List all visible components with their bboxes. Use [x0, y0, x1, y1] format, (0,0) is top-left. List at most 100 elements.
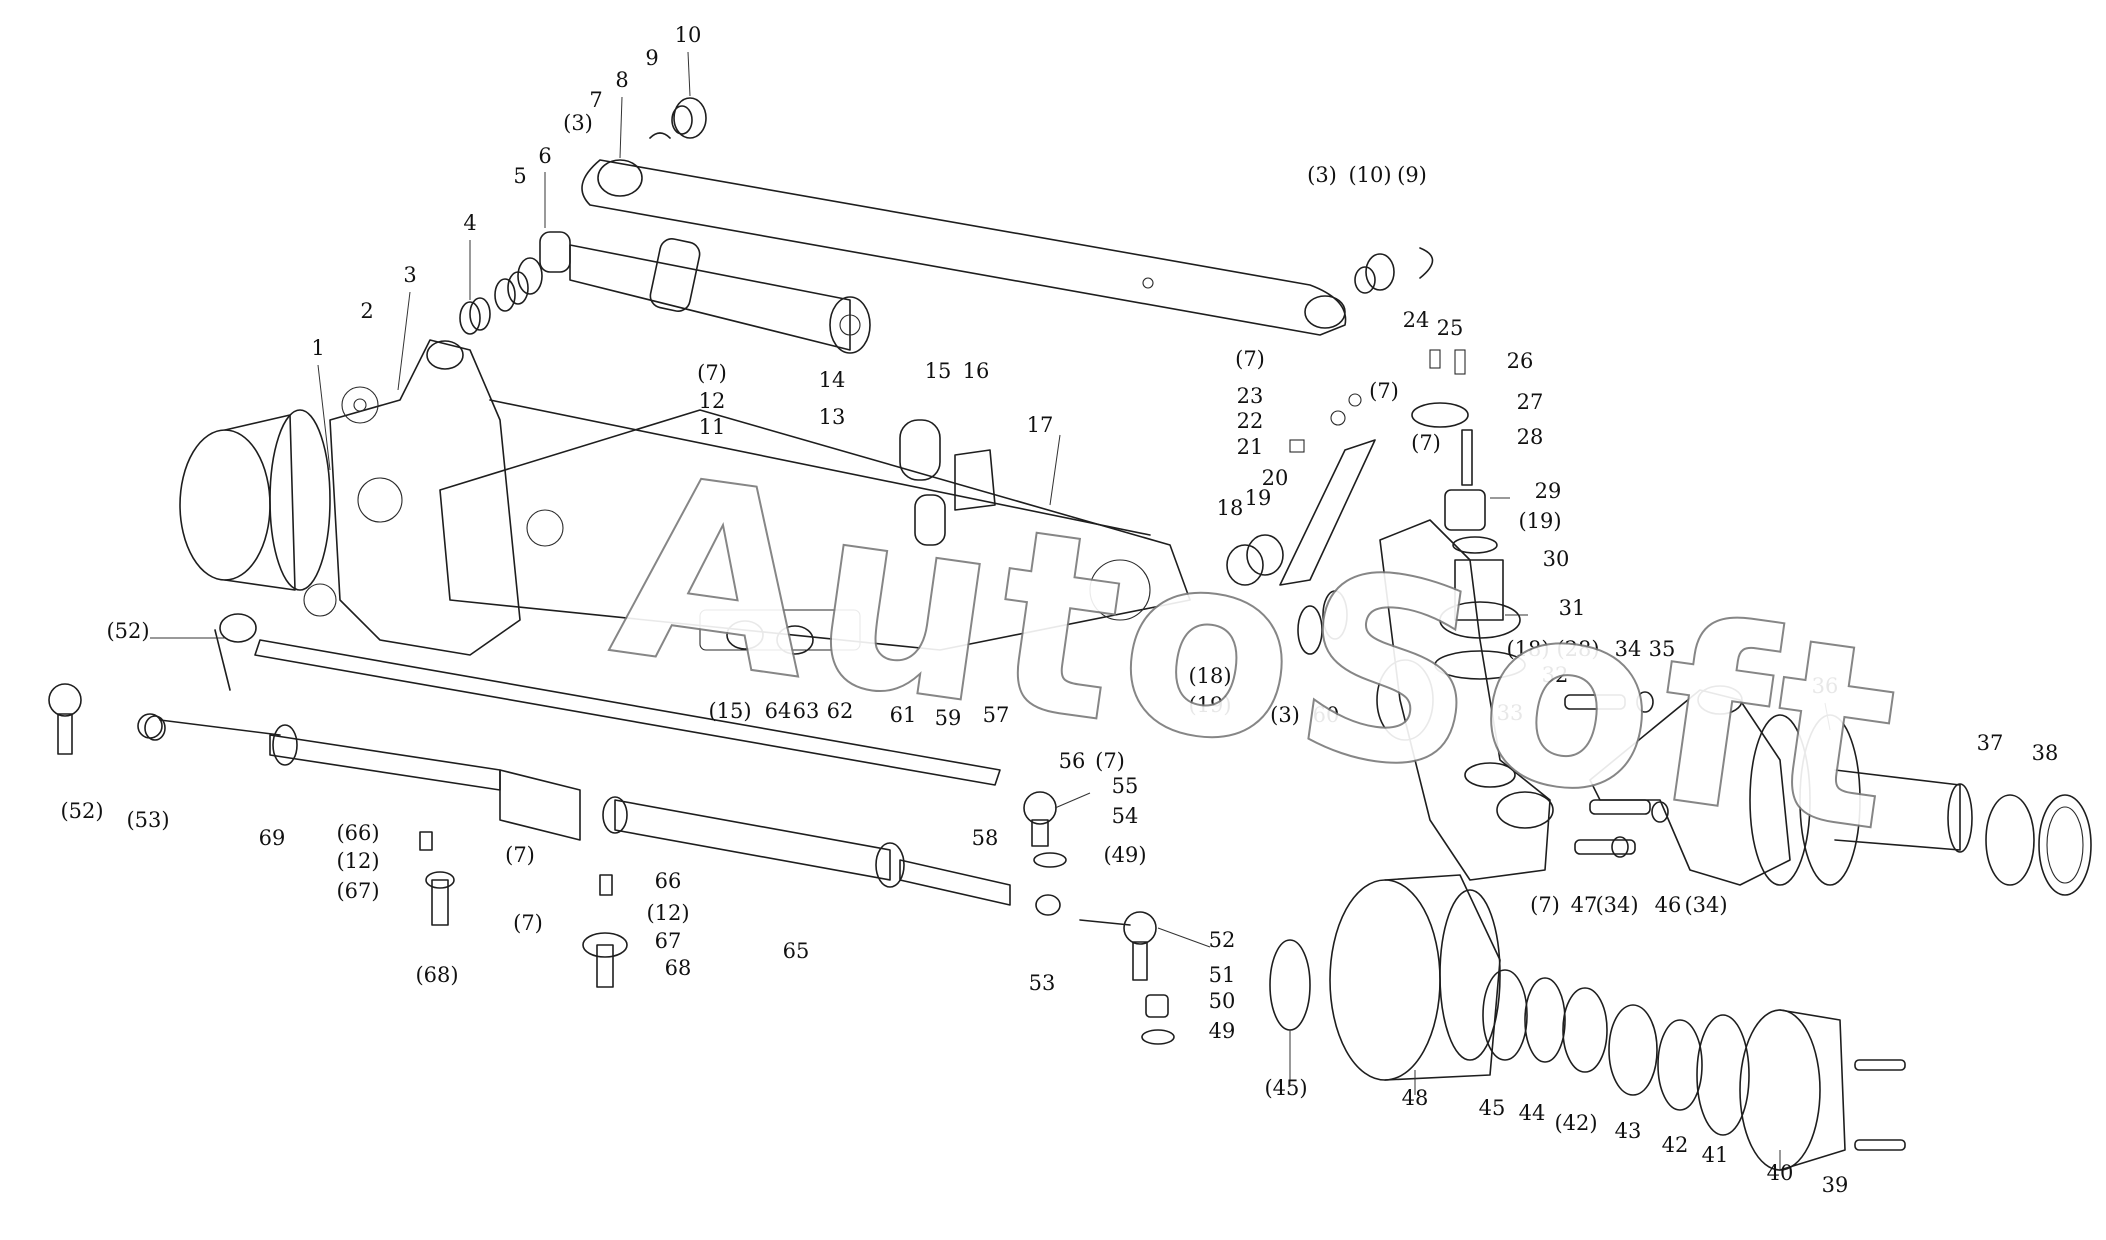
part-callout-label: 26: [1507, 349, 1534, 373]
part-callout-label: (18): [1188, 664, 1231, 688]
snap-ring-9: [649, 132, 671, 139]
part-callout-label: (28): [1556, 637, 1599, 661]
bearing-stack: [1482, 969, 1750, 1136]
kingpin-20: [1279, 393, 1376, 586]
part-callout-label: 10: [675, 23, 702, 47]
part-callout-label: (67): [336, 879, 379, 903]
part-callout-label: 35: [1649, 637, 1676, 661]
part-callout-label: 54: [1112, 804, 1139, 828]
nut-53: [1035, 894, 1061, 916]
part-callout-label: 64: [765, 699, 792, 723]
snap-ring-9-right: [1419, 247, 1434, 279]
part-callout-label: 61: [890, 703, 917, 727]
seal-45-left: [1269, 939, 1311, 1031]
part-callout-label: 18: [1217, 496, 1244, 520]
part-callout-label: 14: [819, 368, 846, 392]
seal-stack: [459, 257, 543, 335]
part-callout-label: 30: [1543, 547, 1570, 571]
part-callout-label: (10): [1348, 163, 1391, 187]
part-callout-label: 59: [935, 706, 962, 730]
part-callout-label: 13: [819, 405, 846, 429]
part-callout-label: 62: [827, 699, 854, 723]
part-callout-label: 34: [1615, 637, 1642, 661]
tie-rod-end-52-right: [1079, 911, 1175, 1045]
cylinder-65: [602, 796, 1011, 906]
part-callout-label: (68): [415, 963, 458, 987]
part-callout-label: 7: [589, 88, 602, 112]
part-callout-label: (7): [513, 911, 543, 935]
part-callout-label: 66: [655, 869, 682, 893]
part-callout-label: 57: [983, 703, 1010, 727]
part-callout-label: (66): [336, 821, 379, 845]
ring-38: [2038, 794, 2092, 896]
part-callout-label: 29: [1535, 479, 1562, 503]
part-callout-label: 43: [1615, 1119, 1642, 1143]
part-callout-label: 4: [463, 211, 476, 235]
tie-rod-end-52-left: [48, 683, 166, 755]
part-callout-label: 9: [645, 46, 658, 70]
part-callout-label: 39: [1822, 1173, 1849, 1197]
part-callout-label: 31: [1559, 596, 1586, 620]
part-callout-label: 47: [1571, 893, 1598, 917]
part-callout-label: (7): [697, 361, 727, 385]
part-callout-label: 65: [783, 939, 810, 963]
part-callout-label: 37: [1977, 731, 2004, 755]
steering-knuckle: [1376, 519, 1554, 881]
part-callout-label: (34): [1684, 893, 1727, 917]
part-callout-label: (7): [1530, 893, 1560, 917]
bushing-60: [1297, 590, 1348, 655]
axle-beam: [439, 399, 1191, 655]
part-callout-label: 5: [513, 164, 526, 188]
part-callout-label: 8: [615, 68, 628, 92]
upper-control-arm: [581, 159, 1347, 336]
part-callout-label: 19: [1245, 486, 1272, 510]
part-callout-label: 12: [699, 389, 726, 413]
part-callout-label: 22: [1237, 409, 1264, 433]
part-callout-label: 25: [1437, 316, 1464, 340]
part-callout-label: 53: [1029, 971, 1056, 995]
part-callout-label: (3): [1270, 703, 1300, 727]
part-callout-label: (3): [1307, 163, 1337, 187]
part-callout-label: 28: [1517, 425, 1544, 449]
part-callout-label: 17: [1027, 413, 1054, 437]
part-callout-label: (15): [708, 699, 751, 723]
part-callout-label: (7): [1411, 431, 1441, 455]
part-callout-label: (45): [1264, 1076, 1307, 1100]
pin-61: [914, 494, 946, 546]
part-callout-label: 68: [665, 956, 692, 980]
part-callout-label: 51: [1209, 963, 1236, 987]
bracket-16: [954, 449, 996, 511]
seal-37: [1985, 794, 2035, 886]
part-callout-label: 16: [963, 359, 990, 383]
part-callout-label: 33: [1497, 701, 1524, 725]
wheel-hub: [1329, 874, 1501, 1081]
bolts-28-47: [1564, 691, 1669, 858]
part-callout-label: 11: [699, 415, 726, 439]
cylinder-69: [137, 713, 581, 841]
steering-arm: [1589, 685, 1811, 886]
part-callout-label: 63: [793, 699, 820, 723]
left-hub-assembly: [179, 339, 521, 656]
part-callout-label: 2: [360, 299, 373, 323]
leader-lines: [150, 51, 1831, 1170]
part-callout-label: (7): [1369, 379, 1399, 403]
part-callout-label: 15: [925, 359, 952, 383]
part-callout-label: (12): [646, 901, 689, 925]
part-callout-label: (49): [1103, 843, 1146, 867]
part-callout-label: (9): [1397, 163, 1427, 187]
spindle: [1799, 714, 1973, 886]
part-callout-label: 49: [1209, 1019, 1236, 1043]
part-callout-label: (34): [1595, 893, 1638, 917]
part-callout-label: 32: [1542, 663, 1569, 687]
part-callout-label: 46: [1655, 893, 1682, 917]
part-callout-label: 45: [1479, 1096, 1506, 1120]
tie-rod-end-55: [1023, 791, 1067, 868]
part-callout-label: 60: [1313, 703, 1340, 727]
part-callout-label: 56: [1059, 749, 1086, 773]
tie-rod: [214, 613, 1001, 786]
part-callout-label: 27: [1517, 390, 1544, 414]
part-callout-label: (7): [1235, 347, 1265, 371]
pin-67-left: [419, 831, 455, 926]
part-callout-label: 38: [2032, 741, 2059, 765]
